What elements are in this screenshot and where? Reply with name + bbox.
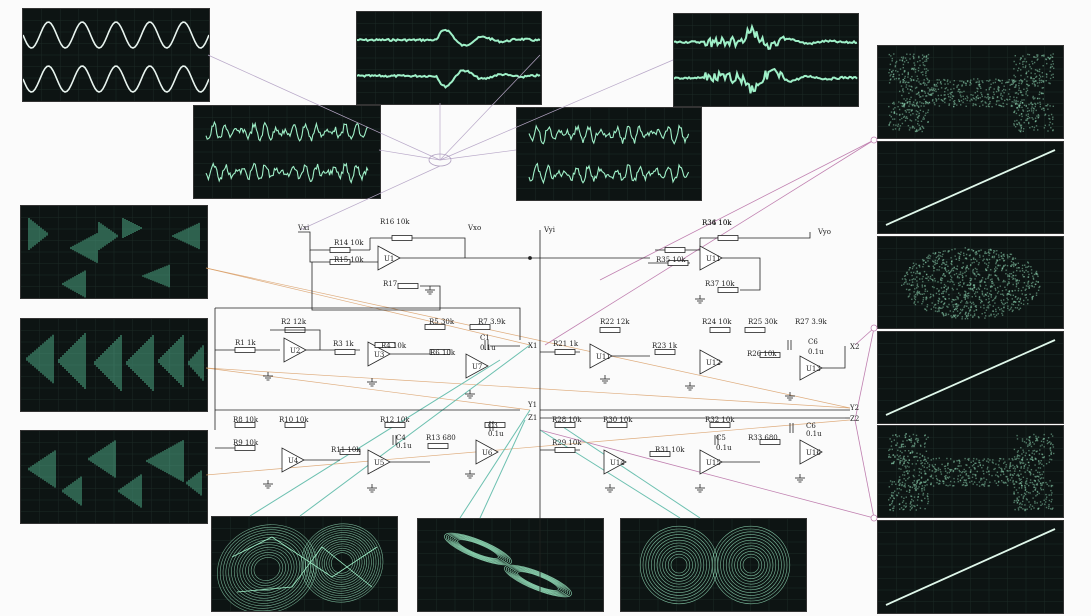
component-r15: R15 10k [334,256,364,264]
label-vyo: Vyo [817,228,831,236]
component-r33: R33 680 [748,434,778,442]
component-r5: R5 30k [429,318,455,326]
component-c16: C6 [806,422,816,430]
label-y1: Y1 [527,401,537,409]
component-r24: R24 10k [702,318,732,326]
opamp-u12: U12 [706,359,721,367]
component-c6v: 0.1u [808,348,824,356]
component-r14: R14 10k [334,239,364,247]
component-r9: R9 10k [233,439,259,447]
component-r28: R28 10k [552,416,582,424]
opamp-u5: U5 [374,459,384,467]
scope-attractor-1 [211,516,398,612]
component-r26: R26 10k [747,350,777,358]
component-r21: R21 1k [553,340,579,348]
scope-burst-2 [20,318,208,412]
component-c1: C1 [480,334,490,342]
component-r34: R34 10k [702,219,732,227]
component-c3: C3 [488,422,498,430]
component-r25: R25 30k [748,318,778,326]
component-r22: R22 12k [600,318,630,326]
component-r11: R11 10k [331,446,361,454]
label-z2: Z2 [850,415,859,423]
component-r2: R2 12k [281,318,307,326]
scope-sync-cloud-2 [877,236,1064,329]
label-vyi: Vyi [543,226,556,234]
label-z1: Z1 [528,414,537,422]
component-r7: R7 3.9k [478,318,506,326]
opamp-u2: U3 [374,351,384,359]
scope-chaotic-left [193,105,381,199]
scope-transient-center [356,11,542,105]
opamp-u1: U1 [384,255,394,263]
component-r10: R10 10k [279,416,309,424]
scope-sync-line-1 [877,141,1064,234]
label-y2: Y2 [849,404,859,412]
component-r30: R30 10k [603,416,633,424]
scope-sync-line-2 [877,331,1064,424]
scope-transient-right [673,13,859,107]
scope-sine-waves [22,8,210,102]
opamp-u11b: U11 [596,353,611,361]
scope-burst-1 [20,205,208,299]
component-c1v: 0.1u [480,344,496,352]
label-x1: X1 [528,342,537,350]
component-c4v: 0.1u [396,442,412,450]
opamp-u14: U14 [610,459,625,467]
label-x2: X2 [850,343,859,351]
component-r31: R31 10k [655,446,685,454]
component-r3: R3 1k [333,340,354,348]
component-r16: R16 10k [380,218,410,226]
connection-lines [205,54,878,522]
opamp-u16: U16 [806,449,821,457]
component-r12: R12 10k [380,416,410,424]
component-c3v: 0.1u [488,430,504,438]
opamp-u6: U6 [482,449,493,457]
circuit-schematic [214,230,850,600]
component-r8: R8 10k [233,416,259,424]
scope-attractor-2 [417,518,604,612]
label-vxi: Vxi [297,224,310,232]
component-r23: R23 1k [652,342,678,350]
component-c16v: 0.1u [806,430,822,438]
opamp-u13: U13 [806,365,821,373]
component-r37: R37 10k [705,280,735,288]
component-r17: R17 [383,280,397,288]
opamp-u4: U4 [288,457,299,465]
scope-sync-line-3 [877,520,1064,614]
opamp-u1b: U2 [290,347,300,355]
component-r36: R36 10k [702,219,732,227]
component-r13: R13 680 [426,434,456,442]
component-r27: R27 3.9k [795,318,828,326]
component-r32: R32 10k [705,416,735,424]
component-r1: R1 1k [235,339,256,347]
component-r35: R35 10k [656,256,686,264]
opamp-u15: U15 [706,459,721,467]
component-c6: C6 [808,338,818,346]
opamp-u7: U7 [472,363,482,371]
component-r6: R6 10k [430,349,456,357]
scope-sync-cloud-1 [877,45,1064,139]
scope-burst-3 [20,430,208,524]
opamp-u11: U11 [706,255,721,263]
scope-attractor-3 [620,518,807,612]
component-r4: R4 10k [381,342,407,350]
label-vxo: Vxo [467,224,481,232]
component-c5: C5 [716,434,726,442]
component-c4: C4 [396,434,406,442]
scope-sync-cloud-3 [877,425,1064,518]
component-c5v: 0.1u [716,444,732,452]
scope-chaotic-right [516,107,702,201]
component-r29: R29 10k [552,439,582,447]
